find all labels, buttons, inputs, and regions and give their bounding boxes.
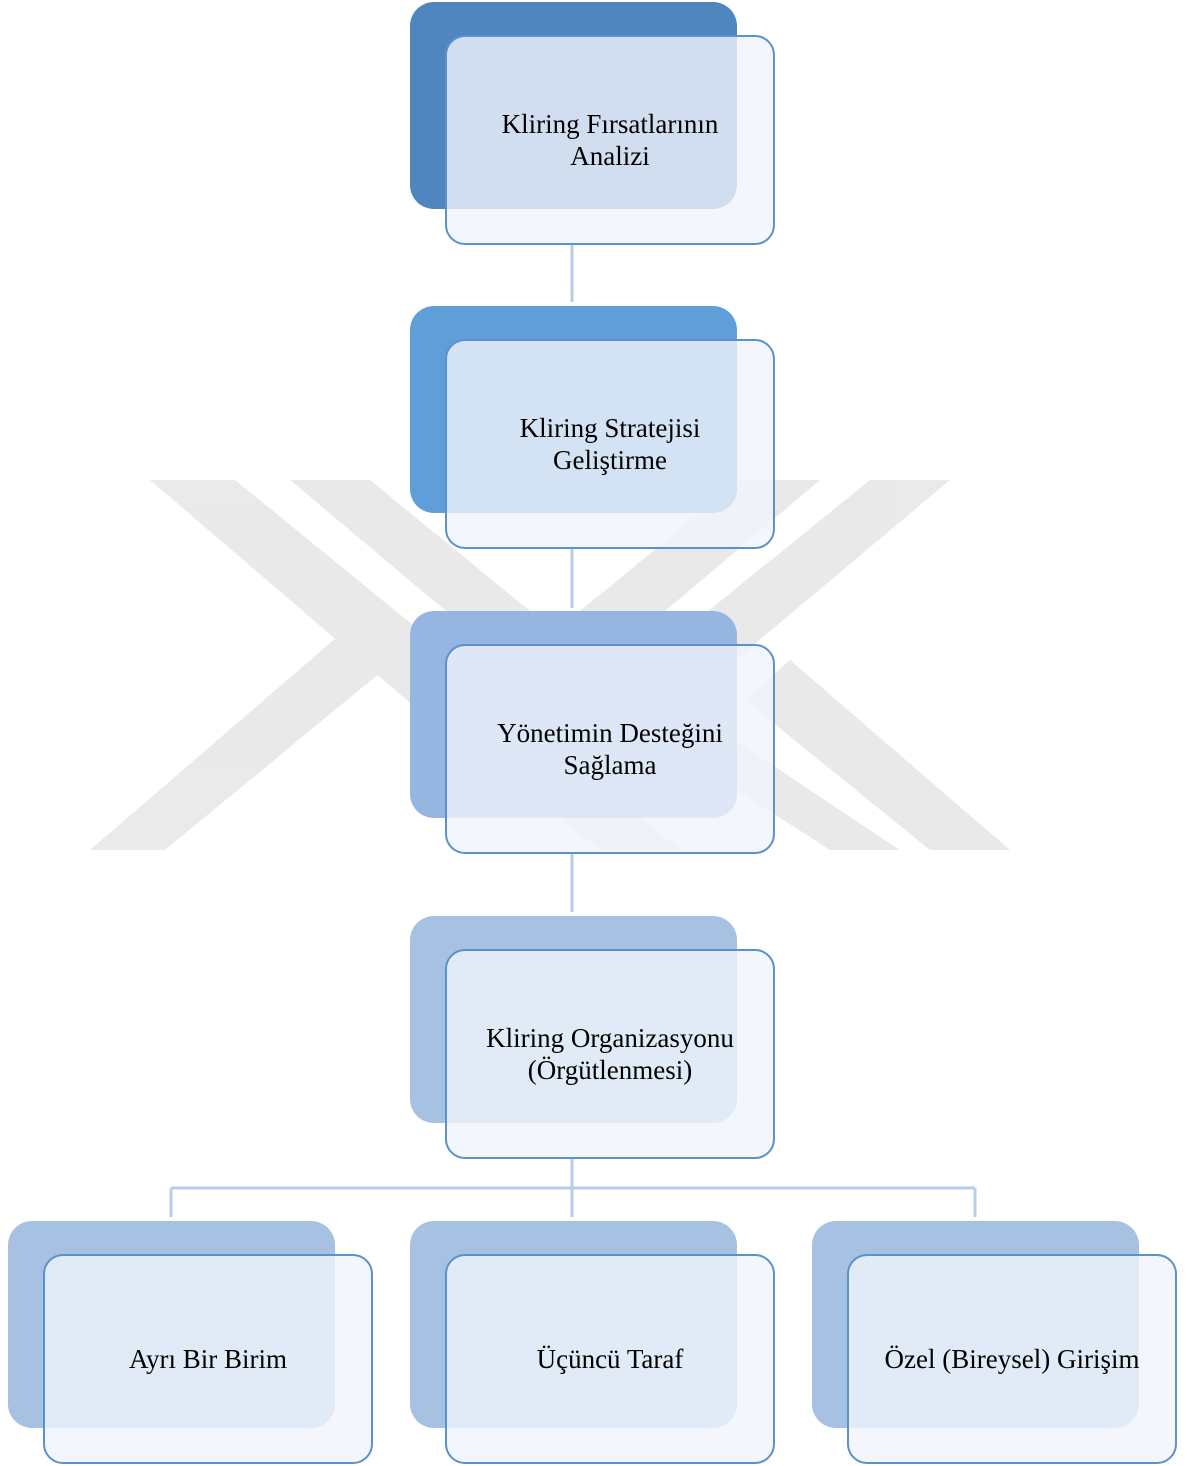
node-box: Ayrı Bir Birim xyxy=(43,1254,373,1464)
node-kliring-stratejisi: Kliring Stratejisi Geliştirme xyxy=(410,306,775,551)
node-kliring-firsat-analizi: Kliring Fırsatlarının Analizi xyxy=(410,2,775,247)
node-label: Kliring Organizasyonu (Örgütlenmesi) xyxy=(486,1023,734,1085)
node-label: Yönetimin Desteğini Sağlama xyxy=(497,718,723,780)
node-box: Yönetimin Desteğini Sağlama xyxy=(445,644,775,854)
node-label: Özel (Bireysel) Girişim xyxy=(884,1344,1140,1374)
node-ozel-girisim: Özel (Bireysel) Girişim xyxy=(812,1221,1177,1466)
node-label: Kliring Stratejisi Geliştirme xyxy=(519,413,701,475)
node-label: Ayrı Bir Birim xyxy=(128,1344,288,1374)
node-yonetim-destegi: Yönetimin Desteğini Sağlama xyxy=(410,611,775,856)
node-box: Kliring Fırsatlarının Analizi xyxy=(445,35,775,245)
node-box: Kliring Stratejisi Geliştirme xyxy=(445,339,775,549)
node-ayri-bir-birim: Ayrı Bir Birim xyxy=(8,1221,373,1466)
node-kliring-organizasyonu: Kliring Organizasyonu (Örgütlenmesi) xyxy=(410,916,775,1161)
node-box: Özel (Bireysel) Girişim xyxy=(847,1254,1177,1464)
node-ucuncu-taraf: Üçüncü Taraf xyxy=(410,1221,775,1466)
node-label: Kliring Fırsatlarının Analizi xyxy=(501,109,719,171)
node-box: Kliring Organizasyonu (Örgütlenmesi) xyxy=(445,949,775,1159)
node-label: Üçüncü Taraf xyxy=(536,1344,684,1374)
node-box: Üçüncü Taraf xyxy=(445,1254,775,1464)
